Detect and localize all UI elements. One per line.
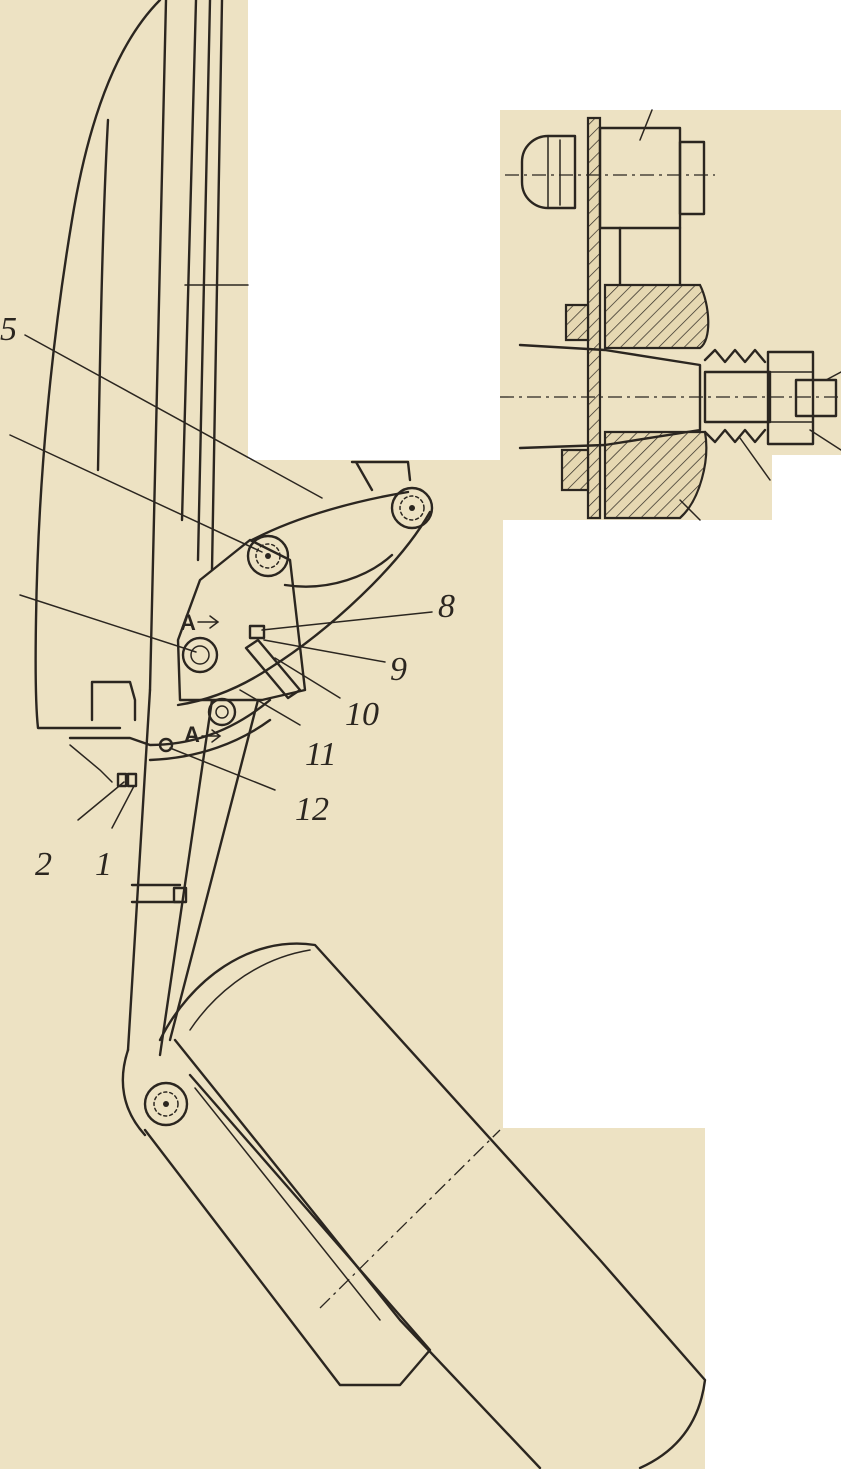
- lever: [121, 688, 260, 1137]
- hook-bracket: [90, 680, 137, 722]
- swing-arm-upper-edge: [250, 490, 410, 542]
- lower-frame-bottom: [148, 718, 272, 762]
- detail-washer-top: [564, 303, 590, 342]
- pivot-lower: [207, 697, 237, 727]
- callout-9: 9: [390, 651, 407, 688]
- pivot-left: [181, 636, 219, 674]
- detail-washer-bottom: [560, 448, 590, 492]
- housing-inner-line: [96, 118, 110, 472]
- pivot-bottom: [143, 1081, 189, 1127]
- callout-5: 5: [0, 311, 17, 348]
- upper-bracket: [350, 460, 412, 492]
- swing-arm-curve: [283, 553, 394, 588]
- housing-outline: [34, 0, 162, 730]
- section-arrow-lower: [201, 729, 222, 743]
- detail-plate: [586, 116, 602, 520]
- detail-end-nut: [766, 350, 838, 446]
- detail-hub-bottom: [603, 430, 708, 520]
- detail-spring: [703, 348, 772, 444]
- section-mark-lower: A: [184, 722, 200, 747]
- main-view: A A: [0, 0, 707, 1469]
- callout-8: 8: [438, 588, 455, 625]
- callout-1: 1: [95, 846, 112, 883]
- callout-10: 10: [345, 696, 379, 733]
- adjust-bolt: [244, 624, 302, 700]
- pivot-top-right: [390, 486, 434, 530]
- section-mark-upper: A: [180, 610, 196, 635]
- rail: [148, 0, 249, 692]
- link-plate: [176, 538, 307, 702]
- detail-nut-right: [678, 140, 706, 216]
- section-detail: [500, 109, 841, 521]
- section-arrow-upper: [197, 615, 220, 629]
- frame-edge: [69, 744, 113, 783]
- callout-2: 2: [35, 846, 52, 883]
- detail-hub-top: [603, 283, 710, 350]
- callout-11: 11: [305, 736, 336, 773]
- detail-stem: [618, 226, 682, 287]
- leader-lines: [9, 334, 433, 829]
- callout-12: 12: [295, 791, 329, 828]
- detail-nut-left: [520, 134, 577, 210]
- bolts-1-2: [116, 772, 138, 788]
- swing-arm-lower-edge: [176, 510, 432, 707]
- pad: [143, 942, 707, 1469]
- pin-12: [158, 737, 174, 753]
